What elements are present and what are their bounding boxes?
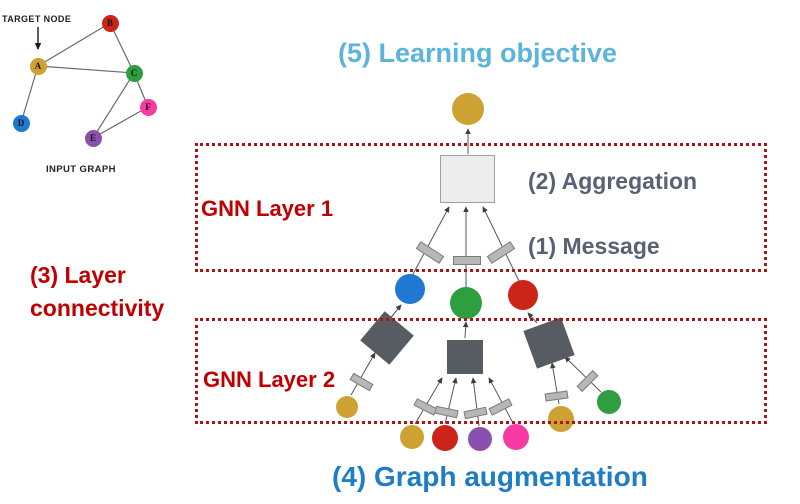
- learning-objective-label: (5) Learning objective: [338, 38, 618, 68]
- layer1-arrows: [411, 128, 520, 288]
- input-node-C: C: [125, 64, 143, 82]
- input-node-C-label: C: [130, 68, 138, 78]
- target-node-label: TARGET NODE: [2, 14, 72, 24]
- augmented-node-pink: [503, 424, 529, 450]
- input-graph-caption: INPUT GRAPH: [46, 164, 116, 175]
- layer2-input-node-gold-left: [336, 396, 358, 418]
- augmented-node-gold: [400, 425, 424, 449]
- layer2-aggregation-square-middle: [447, 340, 483, 374]
- layer1-input-node-red: [508, 280, 538, 310]
- augmented-node-purple: [468, 427, 492, 451]
- input-node-F: F: [139, 98, 157, 116]
- input-node-A: A: [29, 57, 47, 75]
- layer1-input-node-blue: [395, 274, 425, 304]
- aggregation-box: [440, 155, 495, 203]
- gnn-layer1-label: GNN Layer 1: [201, 196, 334, 221]
- layer2-input-node-gold-right: [548, 406, 574, 432]
- graph-augmentation-label: (4) Graph augmentation: [332, 461, 648, 492]
- message-rect: [453, 256, 481, 265]
- input-node-E: E: [84, 129, 102, 147]
- input-node-F-label: F: [145, 102, 151, 112]
- input-node-D: D: [12, 114, 30, 132]
- augmented-node-red: [432, 425, 458, 451]
- target-node-embedding: [452, 93, 484, 125]
- input-node-A-label: A: [34, 61, 42, 71]
- aggregation-label: (2) Aggregation: [528, 168, 698, 194]
- input-node-E-label: E: [89, 133, 96, 143]
- layer2-input-node-green: [597, 390, 621, 414]
- message-label: (1) Message: [528, 233, 660, 259]
- input-node-B-label: B: [106, 18, 113, 28]
- input-node-B: B: [101, 14, 119, 32]
- gnn-layer2-label: GNN Layer 2: [203, 367, 336, 392]
- layer1-input-node-green: [450, 287, 482, 319]
- input-node-D-label: D: [17, 118, 25, 128]
- layer-connectivity-label: (3) Layer connectivity: [30, 262, 165, 322]
